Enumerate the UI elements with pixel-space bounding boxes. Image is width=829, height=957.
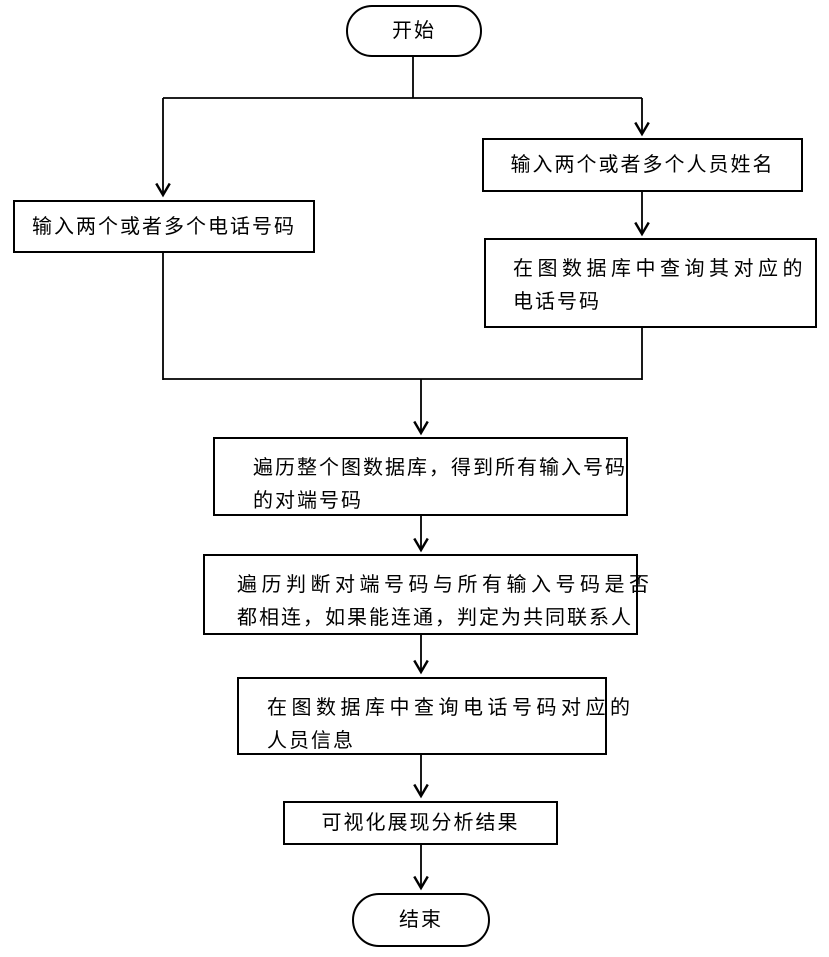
- node-label-line: 都相连，如果能连通，判定为共同联系人: [237, 607, 633, 629]
- node-label-line: 在图数据库中查询电话号码对应的: [267, 697, 635, 719]
- node-label-line: 在图数据库中查询其对应的: [513, 258, 807, 280]
- node-label-line: 人员信息: [267, 730, 355, 752]
- flow-node-input-names: 输入两个或者多个人员姓名: [482, 138, 803, 192]
- flow-node-traverse-db: 遍历整个图数据库，得到所有输入号码 的对端号码: [213, 437, 628, 516]
- node-label: 开始: [392, 20, 436, 42]
- node-label-line: 的对端号码: [253, 490, 363, 512]
- flow-node-visualize: 可视化展现分析结果: [283, 801, 558, 845]
- node-label: 输入两个或者多个人员姓名: [510, 154, 775, 176]
- node-label-line: 遍历整个图数据库，得到所有输入号码: [253, 457, 627, 479]
- node-label-line: 遍历判断对端号码与所有输入号码是否: [237, 574, 654, 596]
- node-label: 输入两个或者多个电话号码: [32, 215, 296, 238]
- flow-node-end: 结束: [352, 893, 490, 947]
- node-label-line: 电话号码: [513, 291, 601, 313]
- flow-node-query-phone-by-name: 在图数据库中查询其对应的 电话号码: [484, 238, 817, 328]
- flow-node-start: 开始: [346, 5, 482, 57]
- node-label: 结束: [399, 909, 443, 931]
- flow-node-judge-common-contact: 遍历判断对端号码与所有输入号码是否 都相连，如果能连通，判定为共同联系人: [203, 554, 654, 635]
- flow-node-input-phones: 输入两个或者多个电话号码: [13, 200, 315, 253]
- flow-node-query-person-info: 在图数据库中查询电话号码对应的 人员信息: [237, 677, 635, 755]
- node-label: 可视化展现分析结果: [321, 812, 520, 834]
